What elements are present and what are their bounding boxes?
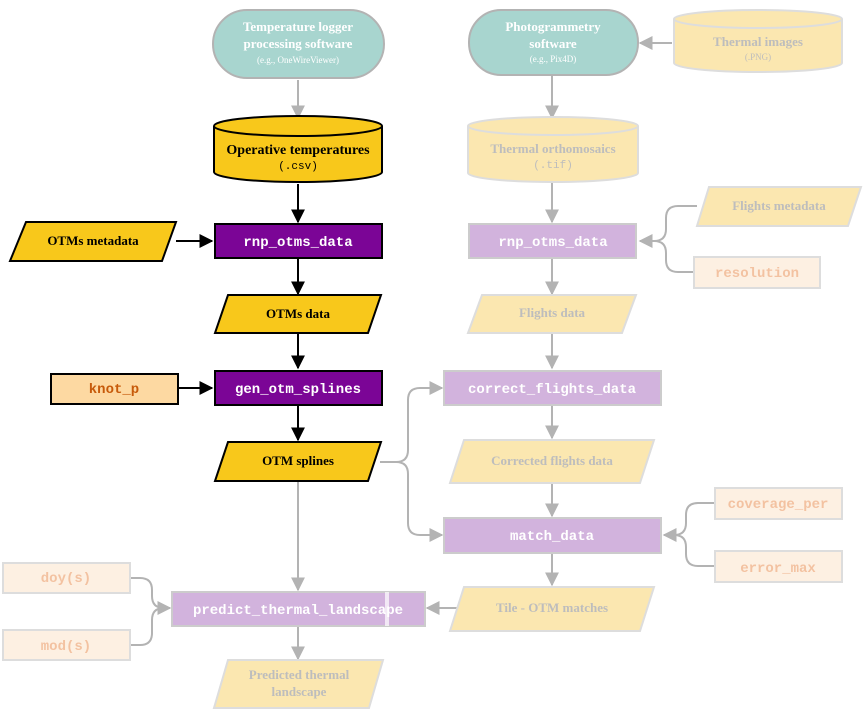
correct-flights-label: correct_flights_data: [468, 382, 637, 398]
node-flights-metadata: Flights metadata: [695, 186, 863, 227]
node-resolution: resolution: [693, 256, 821, 289]
node-flights-data: Flights data: [466, 294, 638, 334]
coverage-per-label: coverage_per: [728, 497, 829, 513]
thermal-orthomosaics-ext: (.tif): [533, 160, 573, 172]
resolution-label: resolution: [715, 266, 799, 282]
node-mod: mod(s): [2, 629, 131, 661]
node-doy: doy(s): [2, 562, 131, 594]
node-rnp-otms-data-left: rnp_otms_data: [214, 223, 383, 259]
node-rnp-otms-data-right: rnp_otms_data: [468, 223, 637, 259]
node-match-data: match_data: [443, 517, 662, 554]
thermal-images-ext: (.PNG): [745, 52, 771, 62]
error-max-label: error_max: [740, 561, 816, 577]
node-otms-metadata: OTMs metadata: [8, 221, 178, 262]
predicted-line-1: Predicted thermal: [249, 667, 350, 682]
arrow-resolution-to-rnp: [653, 240, 694, 273]
logger-software-example: (e.g., OneWireViewer): [257, 55, 339, 65]
node-coverage-per: coverage_per: [714, 487, 843, 520]
arrow-flightsmeta-to-rnp: [638, 205, 697, 248]
thermal-orthomosaics-title: Thermal orthomosaics: [490, 141, 615, 156]
arrow-mod-to-predict: [130, 607, 165, 646]
node-predict-thermal-landscape: predict_thermal_landscape: [171, 591, 426, 627]
node-tile-otm-matches: Tile - OTM matches: [448, 586, 656, 632]
photogrammetry-example: (e.g., Pix4D): [530, 54, 577, 64]
arrow-splines-to-match: [395, 461, 444, 542]
node-predicted-thermal-landscape: Predicted thermal landscape: [212, 659, 385, 709]
otms-data-label: OTMs data: [266, 306, 330, 321]
node-correct-flights-data: correct_flights_data: [443, 370, 662, 406]
connectors: [130, 36, 714, 661]
doy-label: doy(s): [41, 571, 91, 587]
gen-otm-splines-label: gen_otm_splines: [235, 382, 361, 398]
mod-label: mod(s): [41, 639, 91, 655]
node-gen-otm-splines: gen_otm_splines: [214, 370, 383, 406]
node-otm-splines: OTM splines: [213, 441, 383, 482]
flights-metadata-label: Flights metadata: [732, 198, 826, 213]
corrected-flights-label: Corrected flights data: [491, 453, 613, 468]
arrow-splines-to-correct: [380, 381, 444, 463]
photogrammetry-title-1: Photogrammetry: [505, 19, 601, 34]
otm-splines-label: OTM splines: [262, 453, 334, 468]
otms-metadata-label: OTMs metadata: [47, 233, 139, 248]
photogrammetry-title-2: software: [529, 36, 577, 51]
operative-temperatures-ext: (.csv): [278, 161, 318, 173]
rnp-otms-left-label: rnp_otms_data: [243, 235, 353, 251]
node-operative-temperatures: Operative temperatures (.csv): [213, 115, 383, 183]
rnp-otms-right-label: rnp_otms_data: [498, 235, 608, 251]
arrow-error-to-match: [673, 534, 714, 567]
node-knot-p: knot_p: [50, 373, 179, 405]
node-otms-data: OTMs data: [213, 294, 383, 334]
node-thermal-orthomosaics: Thermal orthomosaics (.tif): [467, 116, 639, 183]
node-thermal-images: Thermal images (.PNG): [673, 9, 843, 73]
tile-otm-matches-label: Tile - OTM matches: [496, 600, 608, 615]
thermal-images-title: Thermal images: [713, 34, 803, 49]
logger-software-title-1: Temperature logger: [243, 19, 353, 34]
node-error-max: error_max: [714, 550, 843, 583]
predict-label: predict_thermal_landscape: [193, 603, 403, 619]
node-photogrammetry: Photogrammetry software (e.g., Pix4D): [468, 9, 639, 76]
arrow-coverage-to-match: [662, 502, 714, 542]
logger-software-title-2: processing software: [244, 36, 353, 51]
node-logger-software: Temperature logger processing software (…: [212, 9, 385, 79]
match-data-label: match_data: [510, 529, 595, 545]
flights-data-label: Flights data: [519, 305, 586, 320]
node-corrected-flights-data: Corrected flights data: [448, 439, 656, 484]
arrow-doy-to-predict: [130, 577, 172, 615]
knot-p-label: knot_p: [89, 382, 139, 398]
predicted-line-2: landscape: [272, 684, 327, 699]
operative-temperatures-title: Operative temperatures: [226, 143, 370, 158]
